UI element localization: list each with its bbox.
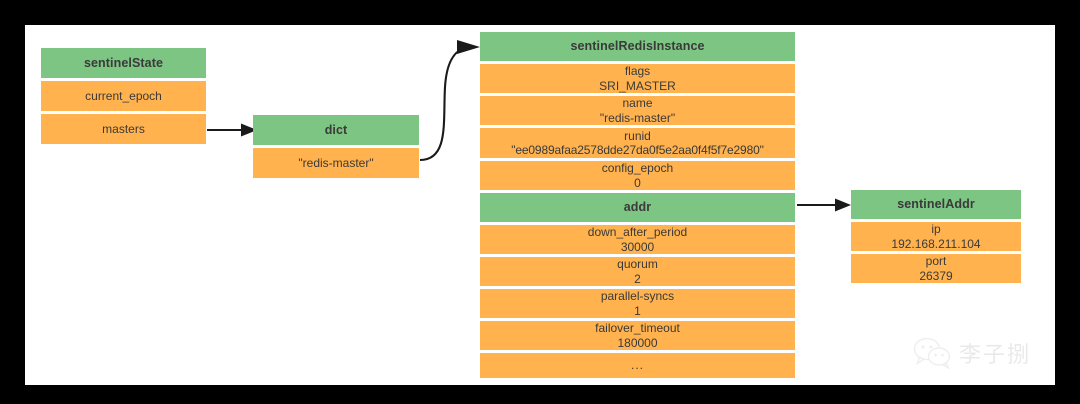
field-failover-timeout: failover_timeout 180000 (480, 321, 795, 350)
field-masters: masters (41, 114, 206, 144)
field-key: flags (624, 64, 651, 79)
field-key: runid (624, 128, 651, 143)
connector-masters-to-dict (207, 123, 257, 137)
field-key: "redis-master" (298, 155, 374, 170)
field-key: ... (630, 358, 644, 373)
field-key: ip (931, 222, 941, 237)
field-port: port 26379 (851, 254, 1021, 283)
field-ip: ip 192.168.211.104 (851, 222, 1021, 251)
box-title-text: sentinelRedisInstance (570, 39, 705, 54)
field-config-epoch: config_epoch 0 (480, 161, 795, 190)
field-value: "redis-master" (599, 110, 676, 125)
field-value: "ee0989afaa2578dde27da0f5e2aa0f4f5f7e298… (511, 143, 764, 157)
box-title-text: dict (324, 122, 348, 137)
field-key: masters (102, 121, 145, 136)
field-quorum: quorum 2 (480, 257, 795, 286)
field-key: parallel-syncs (600, 289, 675, 304)
field-key: failover_timeout (595, 321, 680, 336)
wechat-icon (913, 337, 951, 369)
field-value: 1 (634, 303, 641, 318)
field-key: down_after_period (587, 225, 688, 240)
connector-dict-to-instance (419, 40, 480, 162)
field-key: current_epoch (85, 88, 162, 103)
box-sentineladdr-title: sentinelAddr (851, 190, 1021, 219)
box-sentinelredisinstance: sentinelRedisInstance flags SRI_MASTER n… (480, 32, 795, 378)
box-sentineladdr: sentinelAddr ip 192.168.211.104 port 263… (851, 190, 1021, 283)
field-key: name (622, 96, 653, 111)
field-key: addr (623, 200, 652, 215)
watermark: 李子捌 (913, 337, 1031, 369)
field-value: 30000 (620, 239, 655, 254)
field-runid: runid "ee0989afaa2578dde27da0f5e2aa0f4f5… (480, 128, 795, 158)
field-key: quorum (617, 257, 658, 272)
connector-addr-to-sentineladdr (797, 198, 851, 212)
box-title-text: sentinelAddr (897, 197, 975, 212)
box-sentinelredisinstance-title: sentinelRedisInstance (480, 32, 795, 61)
field-ellipsis: ... (480, 353, 795, 378)
field-name: name "redis-master" (480, 96, 795, 125)
field-dict-key-redis-master: "redis-master" (253, 148, 419, 178)
field-key: config_epoch (601, 161, 674, 176)
field-value: 2 (634, 271, 641, 286)
box-sentinelstate: sentinelState current_epoch masters (41, 48, 206, 144)
box-dict: dict "redis-master" (253, 115, 419, 178)
arrowhead-icon (457, 40, 480, 54)
field-down-after-period: down_after_period 30000 (480, 225, 795, 254)
box-dict-title: dict (253, 115, 419, 145)
box-title-text: sentinelState (83, 55, 164, 70)
field-value: 180000 (617, 335, 658, 350)
diagram-canvas: sentinelState current_epoch masters dict… (25, 25, 1055, 385)
field-current-epoch: current_epoch (41, 81, 206, 111)
field-addr: addr (480, 193, 795, 222)
box-sentinelstate-title: sentinelState (41, 48, 206, 78)
field-value: 26379 (919, 268, 953, 283)
field-value: 192.168.211.104 (891, 236, 981, 251)
field-value: SRI_MASTER (599, 78, 676, 93)
arrowhead-icon (835, 198, 851, 212)
field-parallel-syncs: parallel-syncs 1 (480, 289, 795, 318)
field-key: port (925, 254, 947, 269)
watermark-text: 李子捌 (958, 343, 1031, 368)
field-flags: flags SRI_MASTER (480, 64, 795, 93)
field-value: 0 (634, 175, 641, 190)
